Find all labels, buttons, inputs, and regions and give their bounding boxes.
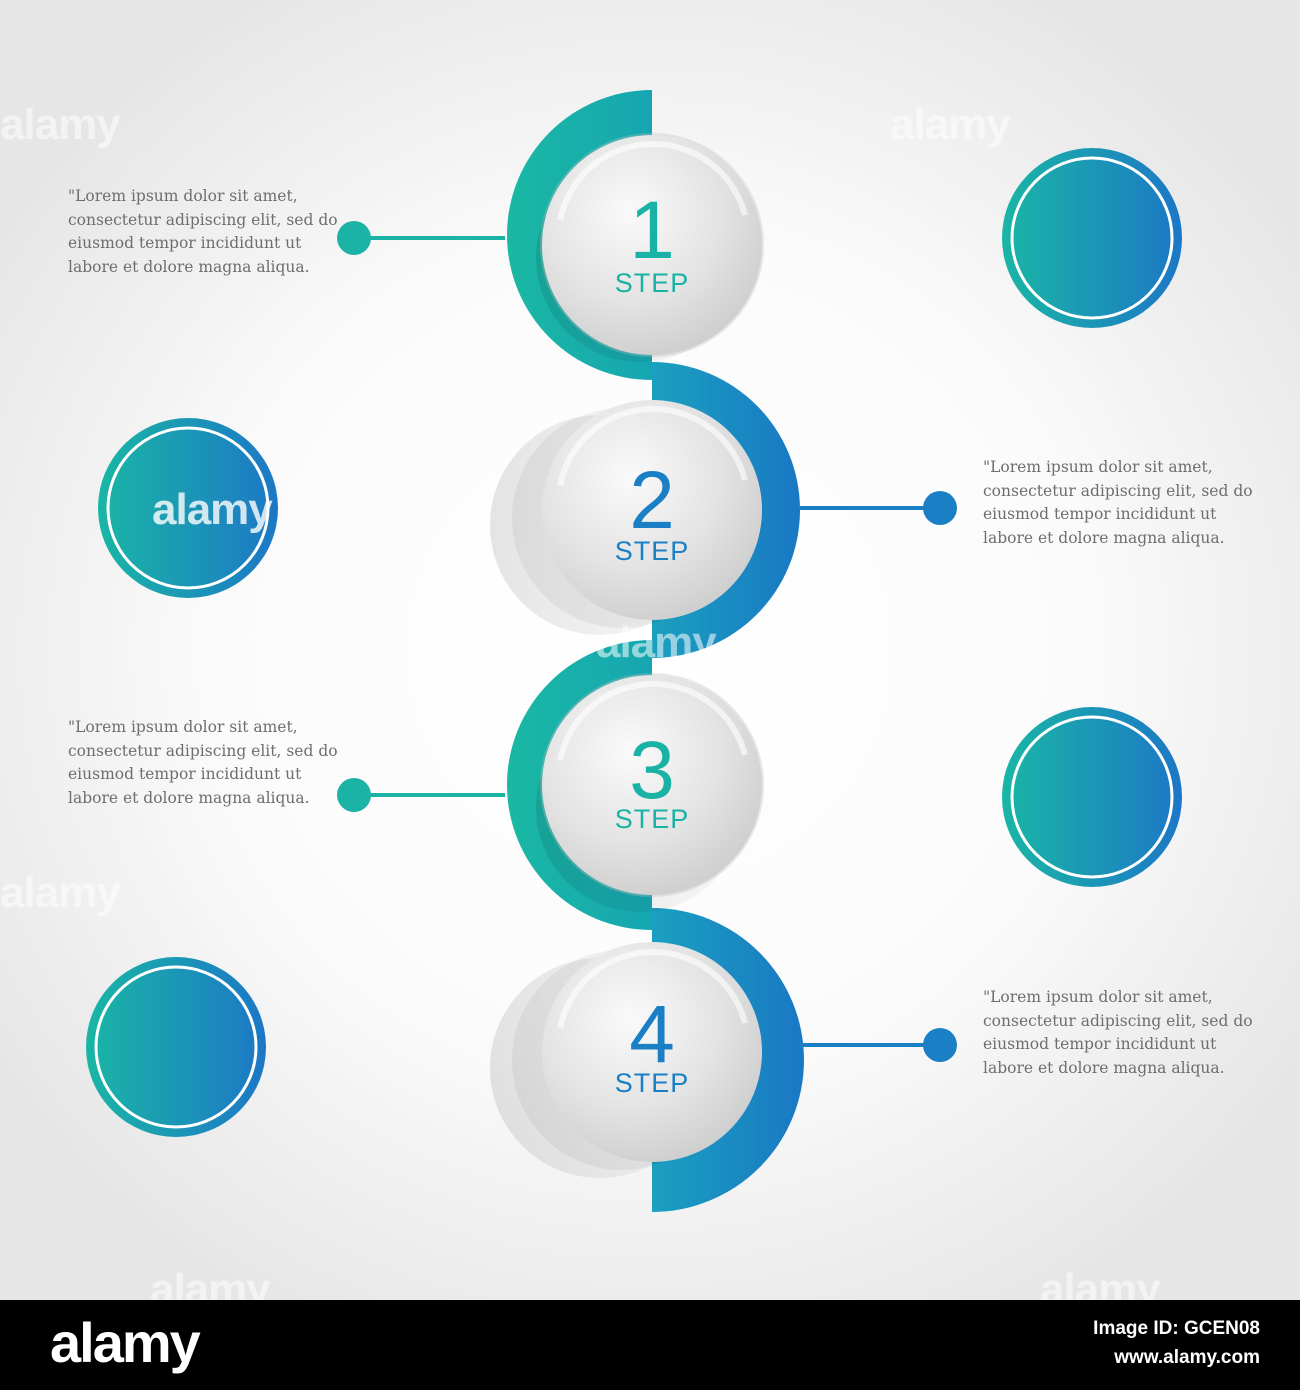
step-4-description: "Lorem ipsum dolor sit amet, consectetur…	[983, 988, 1253, 1077]
decor-circle-mid-left	[98, 418, 278, 598]
connector-step-3	[337, 778, 505, 812]
watermark: alamy	[0, 100, 121, 149]
decor-circle-bottom-left	[86, 957, 266, 1137]
decor-circle-mid-right	[1002, 707, 1182, 887]
step-2-label: STEP	[615, 536, 690, 566]
watermark: alamy	[596, 618, 717, 667]
footer-logo: alamy	[50, 1311, 201, 1374]
step-1-description: "Lorem ipsum dolor sit amet, consectetur…	[68, 187, 338, 276]
decor-circle-top-right	[1002, 148, 1182, 328]
steps-diagram: 1 STEP 2 STEP 3 STEP 4 STE	[86, 90, 1182, 1212]
infographic: 1 STEP 2 STEP 3 STEP 4 STE	[0, 0, 1300, 1300]
connector-step-1	[337, 221, 505, 255]
connector-step-4	[800, 1028, 957, 1062]
watermark: alamy	[0, 868, 121, 917]
watermark: alamy	[890, 100, 1011, 149]
step-4-label: STEP	[615, 1068, 690, 1098]
watermark: alamy	[152, 485, 273, 534]
step-3-number: 3	[629, 725, 675, 816]
step-3-ball: 3 STEP	[536, 673, 764, 912]
footer-bar: alamy Image ID: GCEN08 www.alamy.com	[0, 1300, 1300, 1390]
step-3-label: STEP	[615, 804, 690, 834]
step-3-description: "Lorem ipsum dolor sit amet, consectetur…	[68, 718, 338, 807]
step-4-ball: 4 STEP	[490, 942, 762, 1178]
step-2-number: 2	[629, 455, 675, 546]
image-id: Image ID: GCEN08	[1093, 1318, 1260, 1339]
step-4-number: 4	[629, 989, 675, 1080]
site-url: www.alamy.com	[1114, 1347, 1260, 1368]
step-1-label: STEP	[615, 268, 690, 298]
step-2-description: "Lorem ipsum dolor sit amet, consectetur…	[983, 458, 1253, 547]
step-1-ball: 1 STEP	[536, 133, 764, 362]
step-1-number: 1	[629, 185, 675, 276]
step-2-ball: 2 STEP	[490, 400, 762, 635]
connector-step-2	[800, 491, 957, 525]
